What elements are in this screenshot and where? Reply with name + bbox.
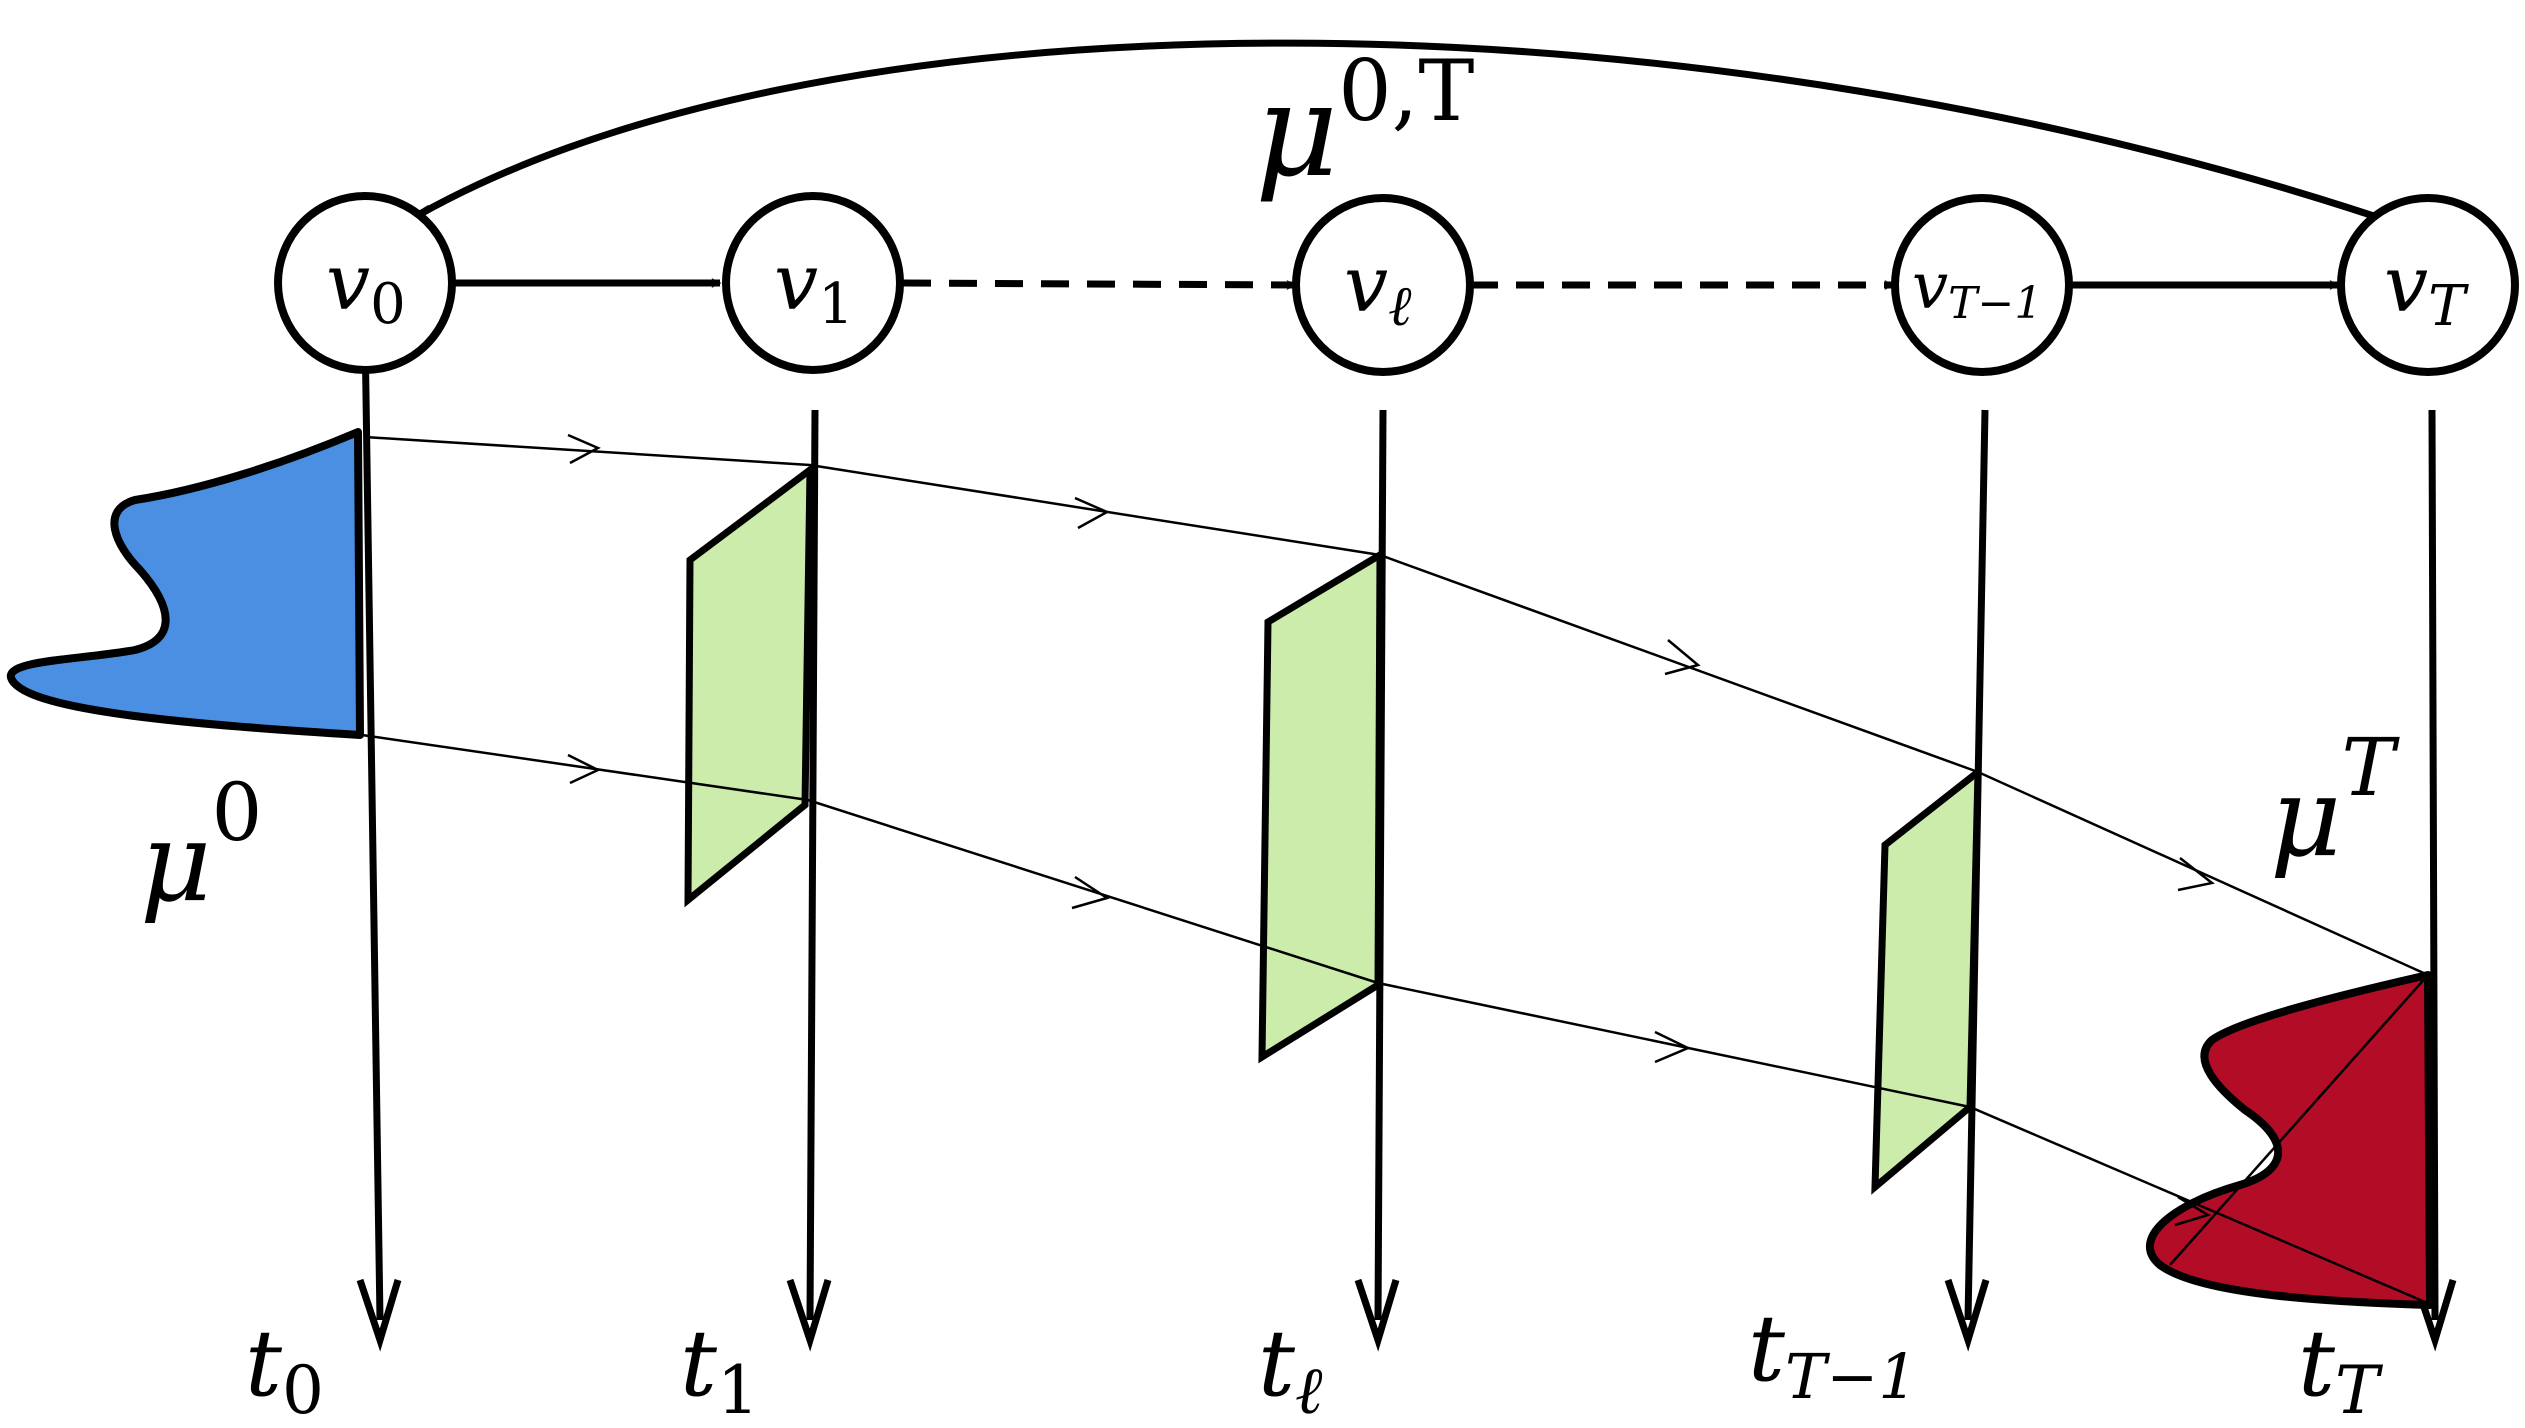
node-vl: vℓ: [1292, 194, 1474, 376]
axis-arrowhead-1: [786, 1278, 832, 1352]
time-axis-0: [361, 329, 384, 1321]
time-axis-T: [2428, 409, 2439, 1321]
time-label-T: tT: [2298, 1310, 2384, 1428]
node-vT-1: vT−1: [1891, 194, 2073, 376]
axis-arrowhead-l: [1354, 1278, 1400, 1352]
cross-sections: [684, 462, 1982, 1195]
axis-arrowhead-0: [356, 1278, 402, 1352]
nodes: v0 v1 vℓ vT−1 vT: [274, 192, 2519, 376]
time-label-1: t1: [680, 1310, 759, 1428]
trajectories: [361, 435, 2433, 1307]
trajectory-cross: [2169, 974, 2429, 1266]
node-v0: v0: [274, 192, 456, 374]
node-vT-1-label: vT−1: [1912, 250, 2042, 329]
node-v1-label: v1: [774, 238, 854, 337]
time-label-l: tℓ: [1258, 1310, 1323, 1428]
initial-distribution-label: μ0: [140, 766, 262, 926]
axis-arrowhead-T-1: [1944, 1278, 1990, 1352]
node-vT: vT: [2337, 194, 2519, 376]
node-vT-label: vT: [2384, 240, 2469, 339]
trajectory-arrowheads: [567, 433, 2215, 1227]
coupling-label: μ0,T: [1255, 42, 1474, 206]
trajectory-upper: [364, 435, 2429, 977]
edge-v1-vl: [902, 279, 1297, 290]
final-distribution-label: μT: [2270, 721, 2401, 881]
time-axis-1: [806, 409, 819, 1321]
node-v1: v1: [722, 192, 904, 374]
time-label-0: t0: [245, 1310, 324, 1428]
cross-section-1: [684, 462, 814, 908]
initial-distribution-shape: [6, 428, 364, 739]
time-axes: [356, 329, 2457, 1352]
cross-section-T-1: [1871, 764, 1982, 1195]
node-vl-label: vℓ: [1344, 240, 1412, 339]
time-labels: t0 t1 tℓ tT−1 tT: [245, 1295, 2384, 1428]
time-label-T-1: tT−1: [1748, 1295, 1918, 1413]
trajectory-lower: [361, 733, 2433, 1307]
cross-section-l: [1258, 548, 1384, 1064]
final-distribution-shape: [2145, 971, 2434, 1309]
node-v0-label: v0: [326, 238, 406, 337]
node-edges: [452, 278, 2340, 290]
